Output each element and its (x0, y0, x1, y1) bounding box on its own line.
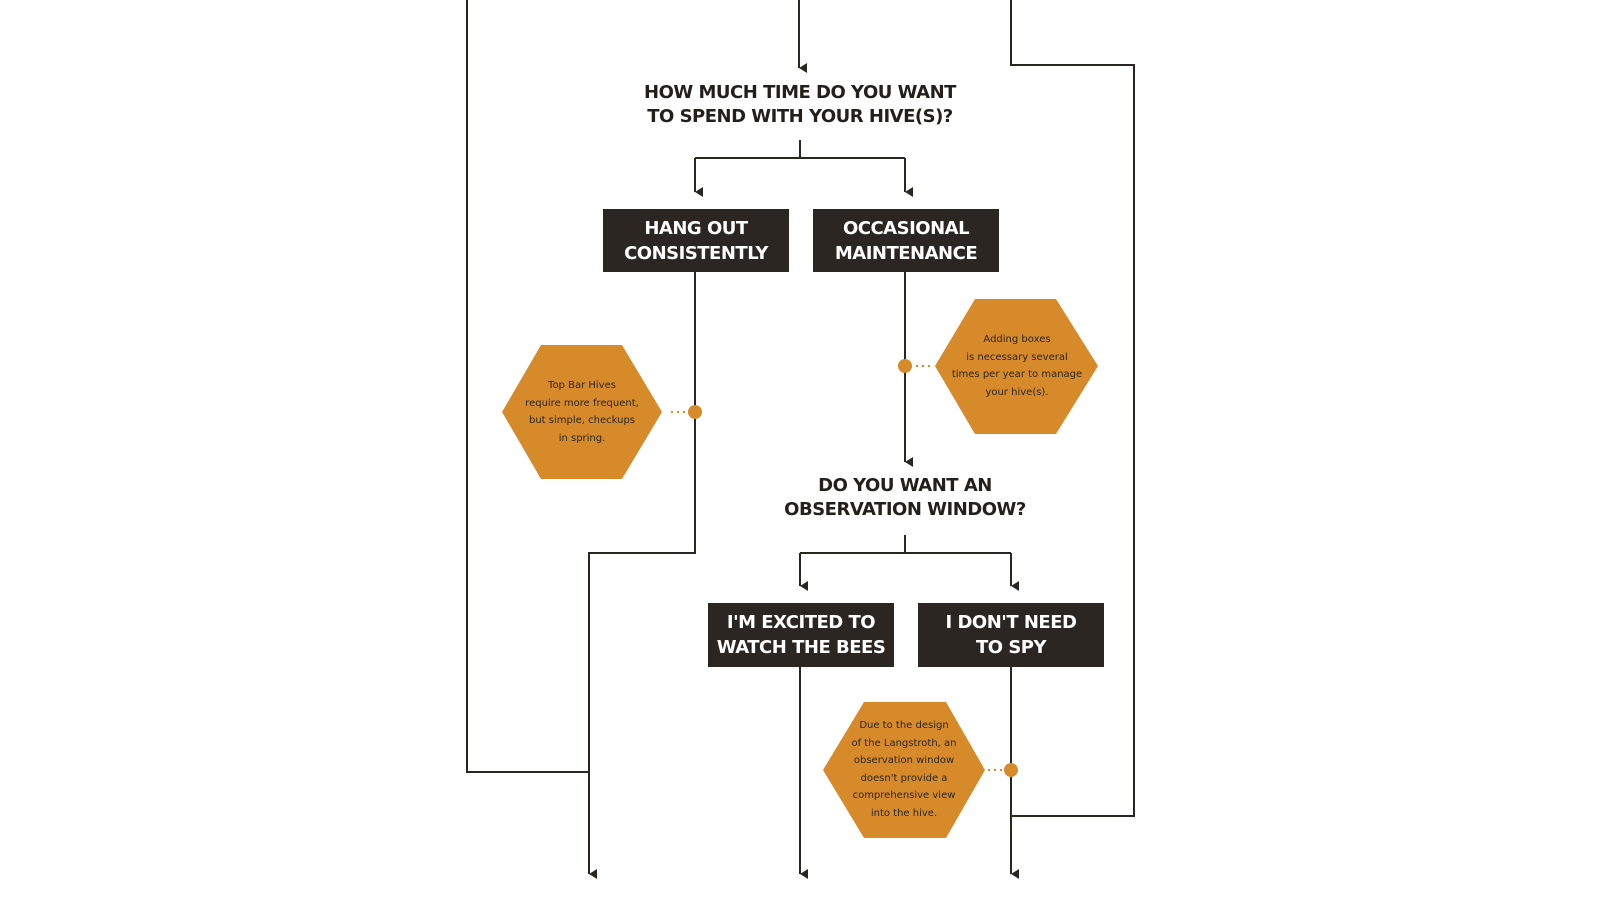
langstroth-note-line: doesn't provide a (860, 772, 948, 784)
hang-out-line1: HANG OUT (644, 217, 748, 239)
split-from-window-question (800, 535, 1011, 554)
excited-line2: WATCH THE BEES (716, 637, 886, 658)
top-bar-note-line: require more frequent, (525, 397, 639, 409)
langstroth-note-hexagon (823, 702, 985, 838)
time-question: HOW MUCH TIME DO YOU WANT TO SPEND WITH … (620, 81, 980, 129)
occasional-line1: OCCASIONAL (842, 217, 970, 239)
langstroth-note-line: into the hive. (870, 807, 938, 819)
langstroth-note-line: comprehensive view (852, 790, 956, 801)
hang-out-consistently-box: HANG OUT CONSISTENTLY (603, 209, 789, 272)
langstroth-note-line: of the Langstroth, an (851, 737, 957, 749)
top-bar-note-text: Top Bar Hives require more frequent, but… (512, 377, 652, 447)
occasional-maintenance-box: OCCASIONAL MAINTENANCE (813, 209, 999, 272)
time-question-line2: TO SPEND WITH YOUR HIVE(S)? (647, 106, 953, 127)
top-bar-note-line: in spring. (558, 432, 606, 444)
window-question-line2: OBSERVATION WINDOW? (784, 499, 1026, 520)
langstroth-note-line: observation window (853, 755, 955, 766)
adding-boxes-note-line: is necessary several (966, 351, 1068, 363)
right-outer-line (1010, 0, 1135, 817)
adding-boxes-note-line: Adding boxes (983, 334, 1051, 345)
top-bar-note-hexagon (502, 345, 662, 479)
langstroth-note-dot (1004, 763, 1018, 777)
adding-boxes-note-line: your hive(s). (985, 386, 1049, 398)
window-question: DO YOU WANT AN OBSERVATION WINDOW? (755, 474, 1055, 522)
no-spy-line2: TO SPY (975, 637, 1047, 658)
excited-to-watch-box: I'M EXCITED TO WATCH THE BEES (708, 603, 894, 667)
adding-boxes-note-text: Adding boxes is necessary several times … (946, 331, 1088, 401)
no-spy-line1: I DON'T NEED (945, 612, 1077, 633)
langstroth-note-text: Due to the design of the Langstroth, an … (834, 717, 974, 822)
left-outer-line (466, 0, 588, 773)
langstroth-note-line: Due to the design (859, 720, 949, 731)
adding-boxes-note-line: times per year to manage (951, 369, 1083, 380)
adding-boxes-note-dot (898, 359, 912, 373)
time-question-line1: HOW MUCH TIME DO YOU WANT (644, 82, 956, 103)
excited-line1: I'M EXCITED TO (726, 612, 876, 633)
top-bar-note-line: Top Bar Hives (548, 380, 616, 391)
occasional-line2: MAINTENANCE (834, 242, 978, 264)
hang-out-line2: CONSISTENTLY (624, 242, 768, 264)
dont-need-to-spy-box: I DON'T NEED TO SPY (918, 603, 1104, 667)
split-from-time-question (695, 140, 905, 159)
top-bar-note-dot (688, 405, 702, 419)
window-question-line1: DO YOU WANT AN (818, 475, 992, 496)
top-bar-note-line: but simple, checkups (528, 415, 635, 426)
adding-boxes-note-hexagon (935, 299, 1098, 434)
